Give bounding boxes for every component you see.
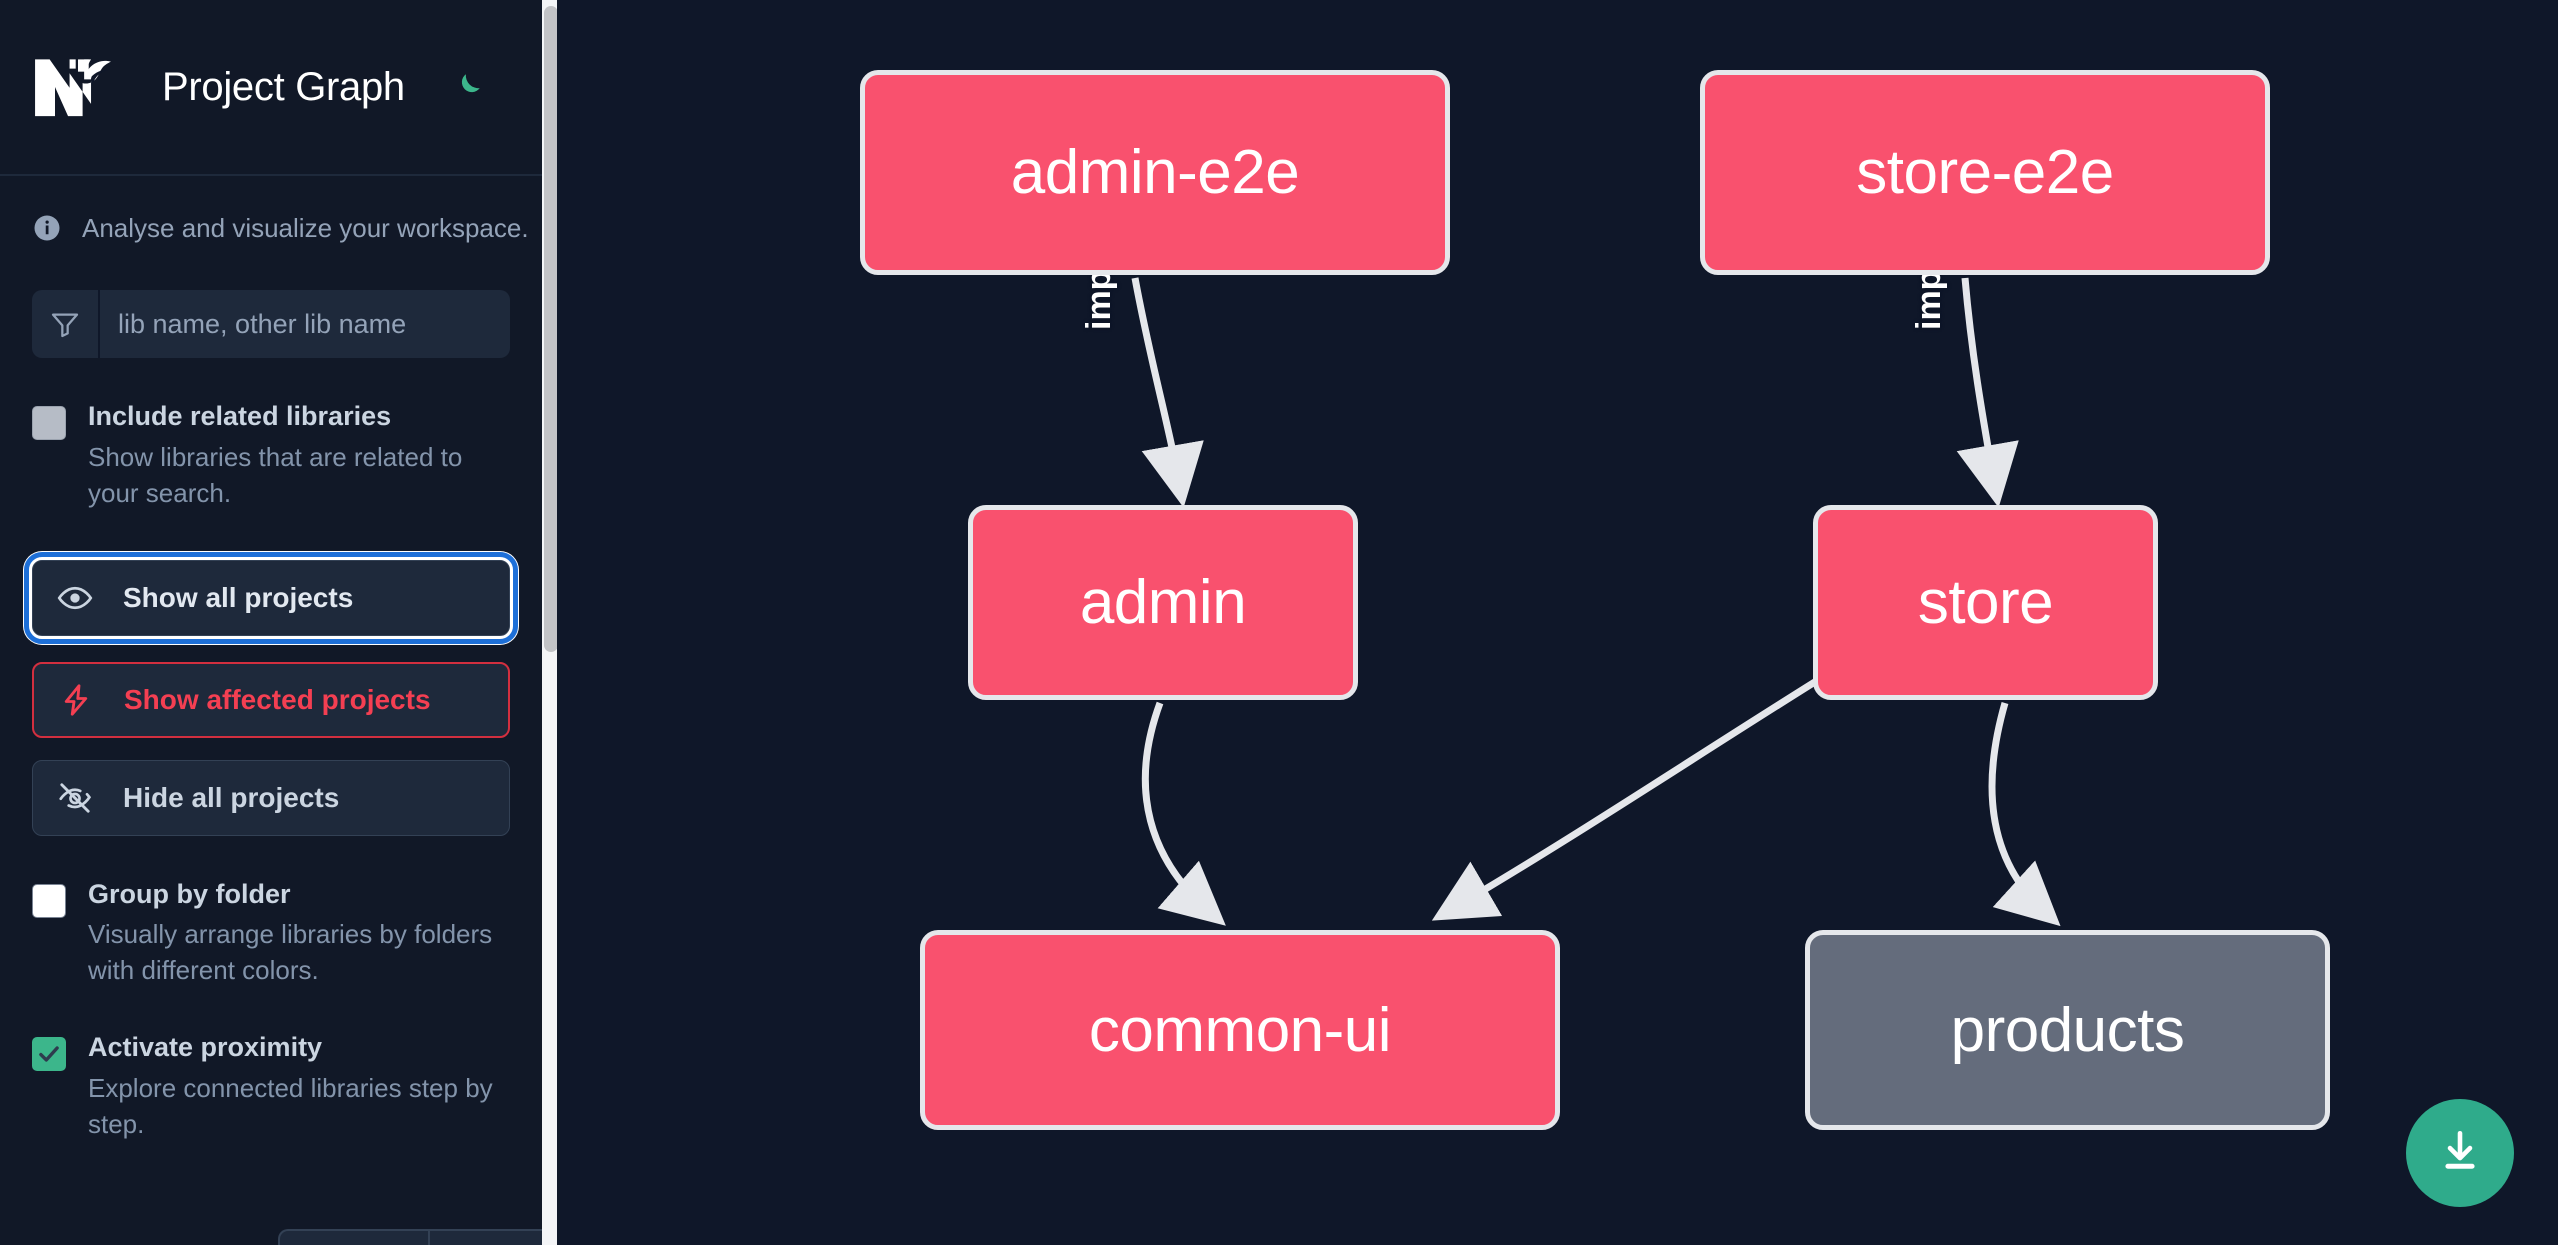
option-group-by-folder[interactable]: Group by folder Visually arrange librari… xyxy=(32,878,510,990)
download-icon xyxy=(2435,1126,2485,1181)
option-activate-proximity[interactable]: Activate proximity Explore connected lib… xyxy=(32,1031,510,1143)
tagline-text: Analyse and visualize your workspace. xyxy=(82,212,529,243)
page-title: Project Graph xyxy=(162,64,405,109)
sidebar: Project Graph Analyse and visualize your… xyxy=(0,0,560,1245)
show-affected-projects-button[interactable]: Show affected projects xyxy=(32,661,510,738)
moon-icon[interactable] xyxy=(447,67,487,107)
download-image-button[interactable] xyxy=(2406,1099,2514,1207)
edge-store-products xyxy=(1988,702,2061,927)
edge-store-common-ui xyxy=(1431,677,1820,921)
graph-canvas[interactable]: implicit implicit admin-e2e store-e2e ad… xyxy=(560,0,2558,1245)
option-label: Activate proximity xyxy=(88,1032,323,1062)
graph-node-store-e2e[interactable]: store-e2e xyxy=(1700,70,2270,275)
graph-node-admin-e2e[interactable]: admin-e2e xyxy=(860,70,1450,275)
search-field[interactable] xyxy=(32,290,510,358)
button-label: Show affected projects xyxy=(124,683,431,715)
filter-funnel-icon xyxy=(32,290,100,358)
checkbox-include-related-libraries[interactable] xyxy=(32,406,66,440)
hide-all-projects-button[interactable]: Hide all projects xyxy=(32,759,510,836)
option-label: Group by folder xyxy=(88,878,291,909)
option-description: Visually arrange libraries by folders wi… xyxy=(88,919,493,986)
sidebar-scrollbar[interactable] xyxy=(542,0,560,1245)
show-all-projects-button[interactable]: Show all projects xyxy=(24,551,518,644)
info-circle-icon xyxy=(32,213,62,243)
group-toggle-partial[interactable] xyxy=(278,1229,560,1245)
edge-store-e2e-store xyxy=(1956,277,2019,508)
graph-edges xyxy=(1131,277,2061,927)
lightning-icon xyxy=(58,682,102,718)
tagline: Analyse and visualize your workspace. xyxy=(0,176,542,280)
graph-node-common-ui[interactable]: common-ui xyxy=(920,930,1560,1130)
checkbox-group-by-folder[interactable] xyxy=(32,883,66,918)
option-description: Show libraries that are related to your … xyxy=(88,441,463,508)
sidebar-controls: Include related libraries Show libraries… xyxy=(0,290,542,1143)
edge-admin-e2e-admin xyxy=(1131,277,1204,508)
option-label: Include related libraries xyxy=(88,401,392,431)
nx-logo-icon xyxy=(32,56,124,118)
sidebar-edge xyxy=(557,0,560,1245)
search-input[interactable] xyxy=(100,290,510,358)
sidebar-content: Project Graph Analyse and visualize your… xyxy=(0,0,560,1245)
graph-node-admin[interactable]: admin xyxy=(968,505,1358,700)
option-description: Explore connected libraries step by step… xyxy=(88,1072,493,1139)
eye-off-icon xyxy=(57,780,101,816)
eye-icon xyxy=(57,580,101,616)
edge-admin-common-ui xyxy=(1141,701,1226,926)
divider xyxy=(428,1231,430,1245)
sidebar-scrollbar-thumb[interactable] xyxy=(544,6,558,652)
button-label: Hide all projects xyxy=(123,781,340,813)
checkbox-activate-proximity[interactable] xyxy=(32,1037,66,1071)
graph-node-products[interactable]: products xyxy=(1805,930,2330,1130)
sidebar-header: Project Graph xyxy=(0,0,542,176)
option-include-related-libraries[interactable]: Include related libraries Show libraries… xyxy=(32,400,510,512)
button-label: Show all projects xyxy=(123,581,354,613)
graph-node-store[interactable]: store xyxy=(1813,505,2158,700)
